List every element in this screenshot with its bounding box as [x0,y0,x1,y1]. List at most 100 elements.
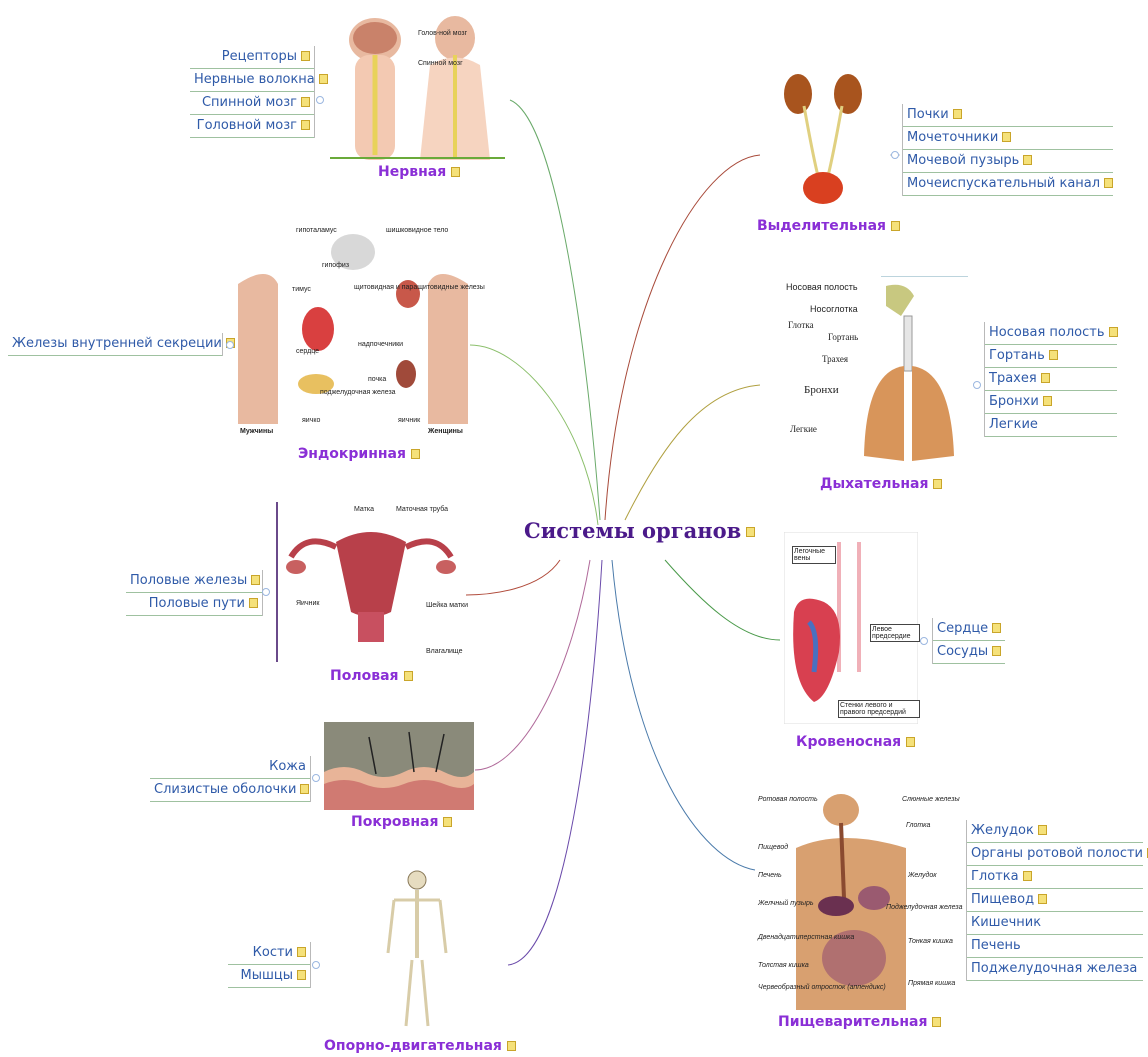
note-icon[interactable] [906,737,915,747]
note-icon[interactable] [1002,132,1011,142]
note-icon[interactable] [297,970,306,980]
note-icon[interactable] [301,120,310,130]
note-icon[interactable] [451,167,460,177]
topic-bladder[interactable]: Мочевой пузырь [903,150,1113,173]
note-icon[interactable] [746,527,755,537]
topic-ureters[interactable]: Мочеточники [903,127,1113,150]
note-icon[interactable] [507,1041,516,1051]
skin-illustration [324,722,474,810]
topic-genital-tracts[interactable]: Половые пути [126,593,262,616]
topic-intestine[interactable]: Кишечник [967,912,1143,935]
note-icon[interactable] [1023,155,1032,165]
collapse-dot-icon[interactable] [891,151,899,159]
note-icon[interactable] [1041,373,1050,383]
topic-gonads[interactable]: Половые железы [126,570,262,593]
topic-muscles[interactable]: Мышцы [228,965,310,988]
note-icon[interactable] [933,479,942,489]
note-icon[interactable] [297,947,306,957]
reproductive-system-image: Матка Маточная труба Яичник Шейка матки … [276,502,466,662]
topic-larynx[interactable]: Гортань [985,345,1117,368]
topic-bones[interactable]: Кости [228,942,310,965]
note-icon[interactable] [301,51,310,61]
topic-label: Бронхи [989,394,1039,409]
note-icon[interactable] [891,221,900,231]
collapse-dot-icon[interactable] [973,381,981,389]
note-icon[interactable] [992,623,1001,633]
fig-label: Мужчины [240,428,273,435]
fig-label: Женщины [428,428,463,435]
kidneys-illustration [778,66,868,211]
note-icon[interactable] [1023,871,1032,881]
note-icon[interactable] [1049,350,1058,360]
central-topic[interactable]: Системы органов [524,518,755,543]
note-icon[interactable] [932,1017,941,1027]
note-icon[interactable] [411,449,420,459]
collapse-dot-icon[interactable] [312,774,320,782]
branch-title-circulatory[interactable]: Кровеносная [796,734,915,750]
connector-musculoskeletal [508,560,602,965]
note-icon[interactable] [300,784,309,794]
branch-title-integumentary[interactable]: Покровная [351,814,452,830]
note-icon[interactable] [1038,894,1047,904]
fig-label-brain: Голов-ной мозг [418,30,467,37]
topic-esophagus[interactable]: Пищевод [967,889,1143,912]
note-icon[interactable] [249,598,258,608]
topic-nerve-fibers[interactable]: Нервные волокна [190,69,314,92]
topic-label: Легкие [989,417,1038,432]
topic-pharynx[interactable]: Глотка [967,866,1143,889]
topic-receptors[interactable]: Рецепторы [190,46,314,69]
branch-title-musculoskeletal[interactable]: Опорно-двигательная [324,1038,516,1054]
note-icon[interactable] [301,97,310,107]
topic-skin[interactable]: Кожа [150,756,310,779]
note-icon[interactable] [443,817,452,827]
note-icon[interactable] [1038,825,1047,835]
topic-mucous-membranes[interactable]: Слизистые оболочки [150,779,310,802]
collapse-dot-icon[interactable] [316,96,324,104]
collapse-dot-icon[interactable] [312,961,320,969]
topic-oral-cavity[interactable]: Органы ротовой полости [967,843,1143,866]
note-icon[interactable] [992,646,1001,656]
topic-stomach[interactable]: Желудок [967,820,1143,843]
collapse-dot-icon[interactable] [920,637,928,645]
topic-vessels[interactable]: Сосуды [933,641,1005,664]
fig-label: Левое предсердие [870,624,920,642]
note-icon[interactable] [953,109,962,119]
topic-nasal-cavity[interactable]: Носовая полость [985,322,1117,345]
branch-title-reproductive[interactable]: Половая [330,668,413,684]
note-icon[interactable] [1109,327,1118,337]
topic-label: Носовая полость [989,325,1105,340]
topic-endocrine-glands[interactable]: Железы внутренней секреции [8,333,222,356]
fig-label: Тонкая кишка [908,938,953,945]
fig-label: Шейка матки [426,602,468,609]
collapse-dot-icon[interactable] [262,588,270,596]
topic-spinal-cord[interactable]: Спинной мозг [190,92,314,115]
branch-title-label: Опорно-двигательная [324,1038,502,1054]
topic-lungs[interactable]: Легкие [985,414,1117,437]
topic-label: Слизистые оболочки [154,782,296,797]
topic-pancreas[interactable]: Поджелудочная железа [967,958,1143,981]
branch-title-nervous[interactable]: Нервная [378,164,460,180]
note-icon[interactable] [319,74,328,84]
topic-label: Половые железы [130,573,247,588]
topic-heart[interactable]: Сердце [933,618,1005,641]
fig-label: яичник [398,417,420,424]
topic-bronchi[interactable]: Бронхи [985,391,1117,414]
note-icon[interactable] [1104,178,1113,188]
topic-trachea[interactable]: Трахея [985,368,1117,391]
branch-title-respiratory[interactable]: Дыхательная [820,476,942,492]
fig-label: Матка [354,506,374,513]
topic-urethra[interactable]: Мочеиспускательный канал [903,173,1113,196]
branch-title-endocrine[interactable]: Эндокринная [298,446,420,462]
topic-brain[interactable]: Головной мозг [190,115,314,138]
fig-label: Червеобразный отросток (аппендикс) [758,984,886,991]
note-icon[interactable] [1043,396,1052,406]
topic-kidneys[interactable]: Почки [903,104,1113,127]
collapse-dot-icon[interactable] [226,341,234,349]
note-icon[interactable] [251,575,260,585]
fig-label: Носоглотка [810,304,858,314]
central-topic-label: Системы органов [524,518,741,543]
branch-title-excretory[interactable]: Выделительная [757,218,900,234]
topic-liver[interactable]: Печень [967,935,1143,958]
branch-title-digestive[interactable]: Пищеварительная [778,1014,941,1030]
note-icon[interactable] [404,671,413,681]
